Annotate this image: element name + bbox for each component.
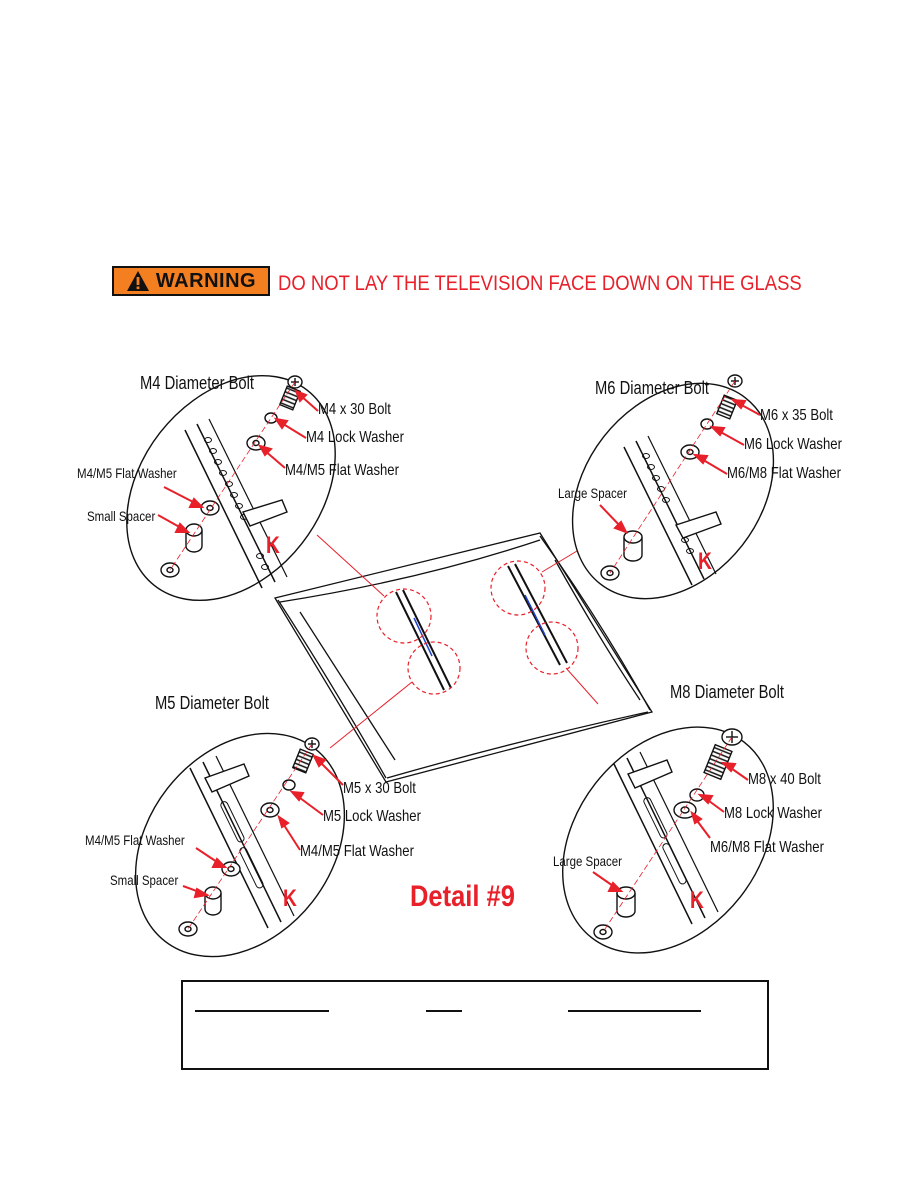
detail-callout-circles: [376, 560, 579, 695]
detail-number: Detail #9: [410, 880, 515, 913]
m6-bolt-label: M6 x 35 Bolt: [760, 407, 833, 424]
m8-arrows: [592, 761, 749, 892]
m5-lock-washer-label: M5 Lock Washer: [323, 808, 421, 825]
m4-bolt-label: M4 x 30 Bolt: [318, 401, 391, 418]
television-panel: [273, 532, 654, 783]
m4-title: M4 Diameter Bolt: [140, 373, 255, 393]
m5-flat-washer-left-label: M4/M5 Flat Washer: [85, 832, 185, 848]
m6-flat-washer-label: M6/M8 Flat Washer: [727, 465, 841, 482]
m4-arrows: [157, 389, 319, 533]
m5-spacer-label: Small Spacer: [110, 872, 179, 888]
m6-detail-circle: [571, 374, 775, 600]
blank-rule-1: [195, 1010, 329, 1012]
m8-flat-washer-label: M6/M8 Flat Washer: [710, 839, 824, 856]
m6-lock-washer-label: M6 Lock Washer: [744, 436, 842, 453]
m6-arrows: [599, 398, 761, 534]
m4-flat-washer-left-label: M4/M5 Flat Washer: [77, 465, 177, 481]
m5-detail-circle: [134, 732, 346, 958]
m8-title: M8 Diameter Bolt: [670, 682, 785, 702]
m4-flat-washer-right-label: M4/M5 Flat Washer: [285, 462, 399, 479]
m6-k-mark: K: [698, 548, 712, 575]
m8-spacer-label: Large Spacer: [553, 853, 622, 869]
m4-spacer-label: Small Spacer: [87, 508, 156, 524]
m8-bolt-label: M8 x 40 Bolt: [748, 771, 821, 788]
warning-badge: WARNING: [112, 266, 270, 296]
warning-badge-text: WARNING: [155, 269, 257, 292]
blank-rule-3: [568, 1010, 701, 1012]
warning-message: DO NOT LAY THE TELEVISION FACE DOWN ON T…: [278, 272, 802, 295]
m5-bolt-label: M5 x 30 Bolt: [343, 780, 416, 797]
m5-title: M5 Diameter Bolt: [155, 693, 270, 713]
m6-title: M6 Diameter Bolt: [595, 378, 710, 398]
m5-arrows: [182, 754, 344, 899]
blank-rule-2: [426, 1010, 462, 1012]
m8-detail-circle: [562, 726, 774, 954]
m8-k-mark: K: [690, 887, 704, 914]
info-box: [181, 980, 769, 1070]
m5-k-mark: K: [283, 885, 297, 912]
m4-k-mark: K: [266, 532, 280, 559]
m8-lock-washer-label: M8 Lock Washer: [724, 805, 822, 822]
m6-spacer-label: Large Spacer: [558, 485, 627, 501]
m4-lock-washer-label: M4 Lock Washer: [306, 429, 404, 446]
callout-leader-lines: [316, 534, 599, 749]
m4-detail-circle: [126, 374, 336, 602]
warning-triangle-icon: [126, 271, 149, 291]
m5-flat-washer-right-label: M4/M5 Flat Washer: [300, 843, 414, 860]
